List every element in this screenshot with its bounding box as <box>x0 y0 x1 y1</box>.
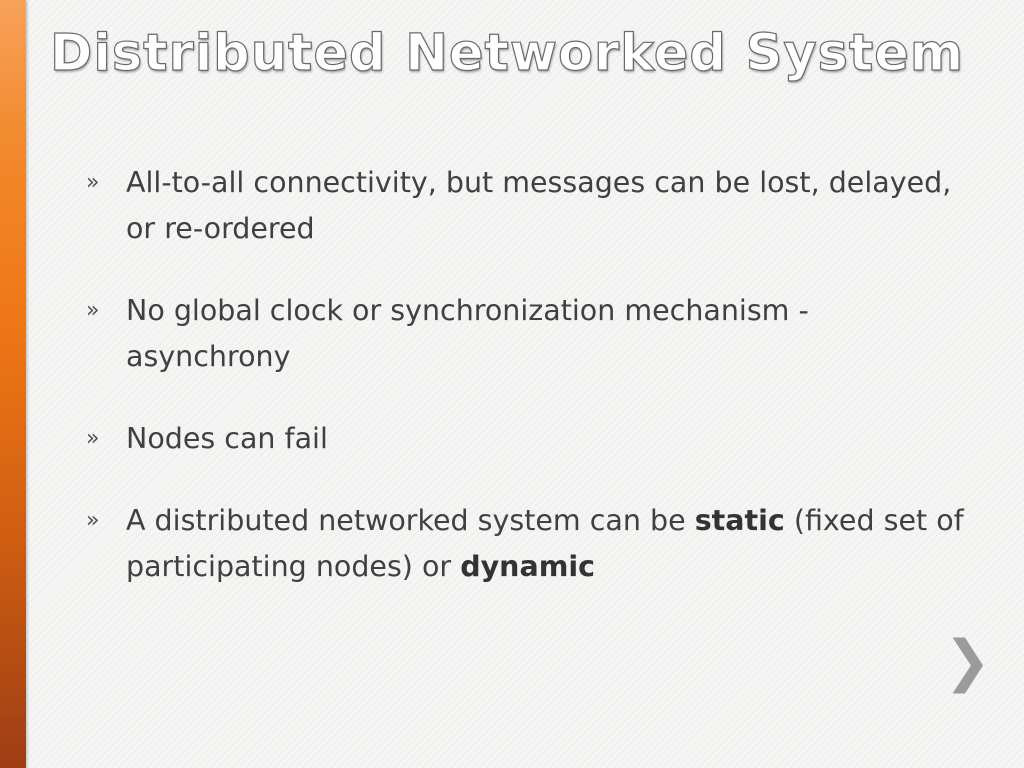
bullet-list: » All-to-all connectivity, but messages c… <box>86 160 966 626</box>
bullet-emphasis: dynamic <box>460 550 596 583</box>
bullet-text-segment: All-to-all connectivity, but messages ca… <box>126 166 952 245</box>
bullet-item: » Nodes can fail <box>86 416 966 462</box>
bullet-text-segment: Nodes can fail <box>126 422 328 455</box>
bullet-text-segment: A distributed networked system can be <box>126 504 695 537</box>
bullet-marker-icon: » <box>86 508 100 533</box>
next-slide-chevron-right-icon[interactable]: ❯ <box>944 629 991 694</box>
accent-sidebar-bar <box>0 0 26 768</box>
bullet-text-segment: (fixed set of participating nodes) or <box>126 504 964 583</box>
bullet-marker-icon: » <box>86 298 100 323</box>
bullet-text-segment: No global clock or synchronization mecha… <box>126 294 809 373</box>
bullet-text: A distributed networked system can be st… <box>126 504 964 583</box>
bullet-item: » A distributed networked system can be s… <box>86 498 966 590</box>
bullet-emphasis: static <box>694 504 785 537</box>
bullet-text: No global clock or synchronization mecha… <box>126 294 809 373</box>
bullet-item: » All-to-all connectivity, but messages c… <box>86 160 966 252</box>
bullet-marker-icon: » <box>86 170 100 195</box>
bullet-marker-icon: » <box>86 426 100 451</box>
slide-title: Distributed Networked System <box>49 23 965 83</box>
bullet-item: » No global clock or synchronization mech… <box>86 288 966 380</box>
bullet-text: Nodes can fail <box>126 422 328 455</box>
bullet-text: All-to-all connectivity, but messages ca… <box>126 166 951 245</box>
